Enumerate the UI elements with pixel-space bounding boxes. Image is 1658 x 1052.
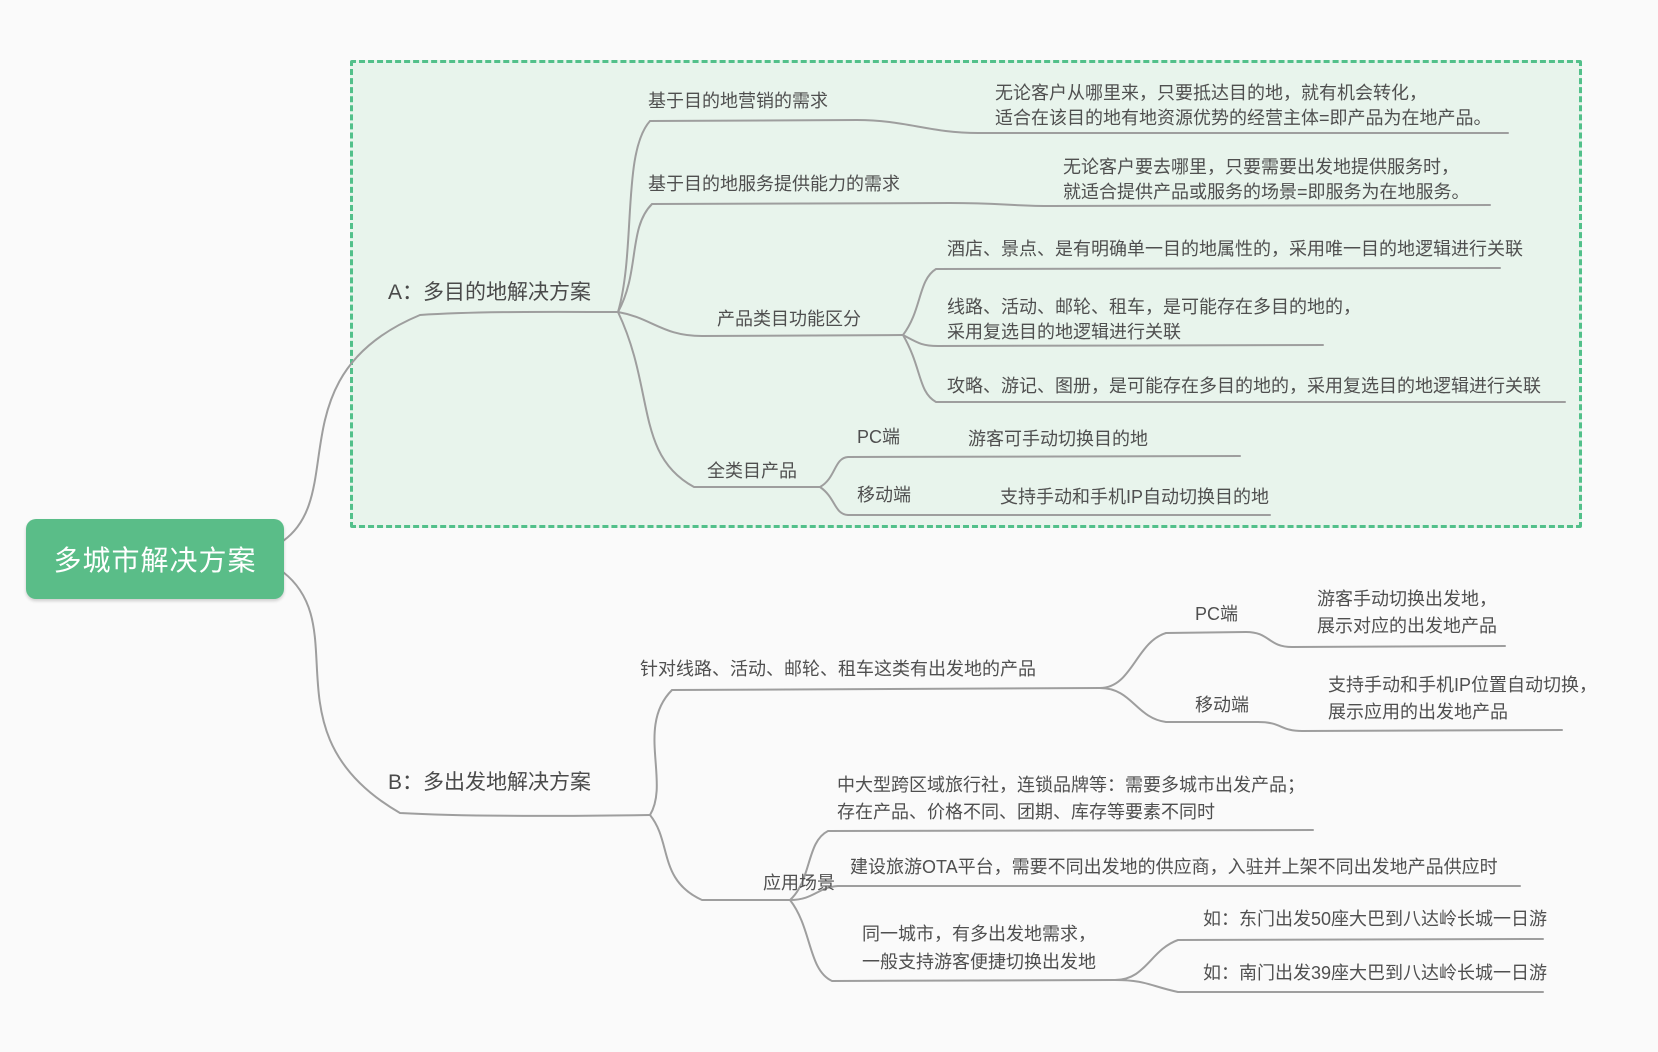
topic-a-category-item2[interactable]: 线路、活动、邮轮、租车，是可能存在多目的地的， 采用复选目的地逻辑进行关联	[947, 297, 1361, 342]
topic-a-category-item3[interactable]: 攻略、游记、图册，是可能存在多目的地的，采用复选目的地逻辑进行关联	[947, 376, 1541, 396]
connector-b-scenarios	[649, 814, 791, 901]
connector-b-scenario2	[789, 885, 1521, 901]
topic-b-scenario1[interactable]: 中大型跨区域旅行社，连锁品牌等：需要多城市出发产品； 存在产品、价格不同、团期、…	[837, 775, 1305, 822]
topic-a-service[interactable]: 基于目的地服务提供能力的需求	[648, 174, 900, 194]
connector-a-all-pc	[819, 455, 1241, 488]
topic-b-scenarios[interactable]: 应用场景	[763, 873, 835, 893]
connector-a-all-mobile	[819, 486, 1271, 516]
topic-b-scenario2[interactable]: 建设旅游OTA平台，需要不同出发地的供应商，入驻并上架不同出发地产品供应时	[850, 857, 1498, 877]
topic-a-category-item1[interactable]: 酒店、景点、是有明确单一目的地属性的，采用唯一目的地逻辑进行关联	[947, 239, 1523, 259]
note-a-marketing[interactable]: 无论客户从哪里来，只要抵达目的地，就有机会转化， 适合在该目的地有地资源优势的经…	[995, 83, 1492, 128]
topic-a-marketing[interactable]: 基于目的地营销的需求	[648, 91, 828, 111]
topic-b-scenario3[interactable]: 同一城市，有多出发地需求， 一般支持游客便捷切换出发地	[862, 924, 1096, 972]
connector-a-service	[617, 201, 1491, 313]
connector-b-scenario1	[789, 829, 1314, 901]
root-topic[interactable]: 多城市解决方案	[26, 519, 284, 599]
topic-b-example1[interactable]: 如：东门出发50座大巴到八达岭长城一日游	[1203, 909, 1548, 929]
note-b-products-pc[interactable]: 游客手动切换出发地， 展示对应的出发地产品	[1317, 589, 1497, 636]
topic-b-products[interactable]: 针对线路、活动、邮轮、租车这类有出发地的产品	[640, 659, 1036, 679]
connector-a-all	[617, 311, 821, 488]
note-a-service[interactable]: 无论客户要去哪里，只要需要出发地提供服务时， 就适合提供产品或服务的场景=即服务…	[1063, 157, 1470, 202]
connector-root-to-a	[282, 310, 619, 542]
connector-a-category-item2	[902, 334, 1324, 348]
connector-a-category	[617, 311, 904, 338]
connector-b-products-mobile	[1099, 687, 1563, 733]
topic-b-products-mobile[interactable]: 移动端	[1195, 695, 1249, 715]
note-b-products-mobile[interactable]: 支持手动和手机IP位置自动切换， 展示应用的出发地产品	[1328, 675, 1598, 722]
topic-a-all-category[interactable]: 全类目产品	[707, 461, 797, 481]
connector-b-products	[649, 687, 1101, 816]
topic-a[interactable]: A：多目的地解决方案	[388, 281, 592, 304]
connector-root-to-b	[282, 571, 651, 817]
topic-b-example2[interactable]: 如：南门出发39座大巴到八达岭长城一日游	[1203, 963, 1548, 983]
connector-a-marketing	[617, 118, 1509, 313]
root-topic-label: 多城市解决方案	[53, 545, 257, 576]
topic-a-all-pc[interactable]: PC端	[857, 427, 901, 447]
connector-b-products-pc	[1099, 630, 1506, 689]
connector-a-category-item3	[902, 334, 1566, 403]
topic-a-category[interactable]: 产品类目功能区分	[717, 309, 861, 329]
note-a-all-pc[interactable]: 游客可手动切换目的地	[968, 429, 1148, 449]
connector-b-example2	[1114, 979, 1544, 993]
group-a-highlight-box	[350, 60, 1582, 528]
connector-a-category-item1	[902, 267, 1501, 336]
topic-b[interactable]: B：多出发地解决方案	[388, 771, 592, 794]
connector-b-example1	[1114, 938, 1544, 981]
topic-a-all-mobile[interactable]: 移动端	[857, 485, 911, 505]
topic-b-products-pc[interactable]: PC端	[1195, 604, 1239, 624]
connector-b-scenario3	[789, 899, 1116, 983]
note-a-all-mobile[interactable]: 支持手动和手机IP自动切换目的地	[1000, 487, 1270, 507]
